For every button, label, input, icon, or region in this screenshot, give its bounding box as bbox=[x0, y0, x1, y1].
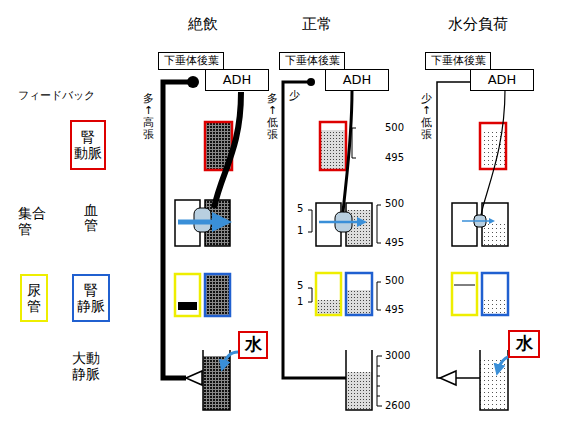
label: 絶飲 bbox=[188, 16, 218, 33]
label: 正常 bbox=[302, 16, 332, 33]
label-box: 下垂体後葉 bbox=[158, 52, 224, 70]
label: 大動 静脈 bbox=[72, 350, 100, 382]
label-box: 腎 静脈 bbox=[72, 274, 110, 322]
label: 集合 管 bbox=[18, 205, 46, 237]
label: 多↑低張 bbox=[267, 93, 278, 141]
label-box: 下垂体後葉 bbox=[279, 52, 345, 70]
scale-number: 495 bbox=[385, 152, 404, 164]
label-box: ADH bbox=[470, 69, 534, 91]
box-text: 腎 動脈 bbox=[74, 129, 102, 161]
label: 水分負荷 bbox=[448, 16, 508, 33]
label: フィードバック bbox=[18, 90, 95, 103]
box-text: ADH bbox=[223, 73, 252, 88]
box-text: 腎 静脈 bbox=[77, 282, 105, 314]
box-text: ADH bbox=[343, 73, 372, 88]
box-text: 水 bbox=[516, 334, 533, 354]
scale-number: 500 bbox=[385, 122, 404, 134]
label-box: ADH bbox=[325, 69, 389, 91]
label-box: 下垂体後葉 bbox=[425, 52, 491, 70]
scale-number: 3000 bbox=[385, 350, 410, 362]
label-box: 尿管 bbox=[20, 274, 48, 322]
box-text: 尿管 bbox=[27, 282, 41, 314]
box-text: 下垂体後葉 bbox=[431, 55, 486, 68]
box-text: ADH bbox=[488, 73, 517, 88]
label: 少 bbox=[289, 90, 300, 103]
scale-number: 2600 bbox=[385, 400, 410, 412]
scale-number: 1 bbox=[297, 225, 303, 237]
column-water-load bbox=[437, 82, 510, 410]
label: 少↑低張 bbox=[421, 93, 432, 141]
label-box: ADH bbox=[205, 69, 269, 91]
label: 血管 bbox=[84, 203, 98, 234]
box-text: 下垂体後葉 bbox=[285, 55, 340, 68]
column-normal bbox=[283, 78, 382, 410]
box-text: 水 bbox=[245, 335, 262, 355]
scale-number: 495 bbox=[385, 237, 404, 249]
scale-number: 1 bbox=[297, 296, 303, 308]
label-box: 水 bbox=[238, 331, 268, 359]
box-text: 下垂体後葉 bbox=[164, 55, 219, 68]
label: 多↑高張 bbox=[143, 93, 154, 141]
column-no-drink bbox=[163, 76, 241, 410]
label-box: 腎 動脈 bbox=[70, 120, 106, 170]
scale-number: 500 bbox=[385, 198, 404, 210]
label-box: 水 bbox=[508, 330, 540, 358]
scale-number: 495 bbox=[385, 304, 404, 316]
scale-number: 500 bbox=[385, 275, 404, 287]
scale-number: 5 bbox=[297, 280, 303, 292]
scale-number: 5 bbox=[297, 203, 303, 215]
